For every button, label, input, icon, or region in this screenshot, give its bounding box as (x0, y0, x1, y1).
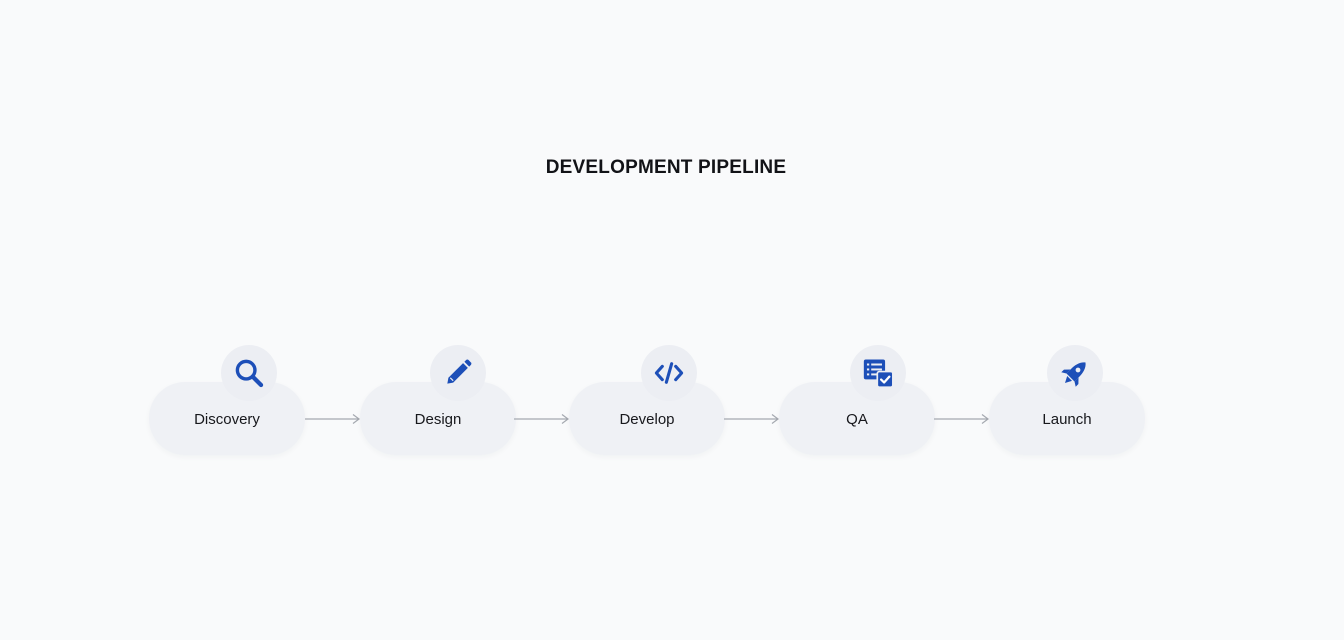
step-discovery: Discovery (149, 382, 305, 455)
step-label: Launch (1042, 411, 1092, 428)
code-brackets-icon (654, 362, 684, 384)
step-develop-icon-badge (641, 345, 697, 401)
step-discovery-icon-badge (221, 345, 277, 401)
checklist-icon (863, 359, 894, 389)
rocket-icon (1061, 362, 1086, 387)
pencil-icon (447, 359, 472, 384)
magnifier-icon (235, 359, 264, 388)
step-label: Design (414, 411, 462, 428)
step-design-icon-badge (430, 345, 486, 401)
step-qa-icon-badge (850, 345, 906, 401)
step-label: Discovery (194, 411, 260, 428)
arrow-4 (934, 412, 990, 426)
arrow-1 (305, 412, 361, 426)
diagram-title: DEVELOPMENT PIPELINE (545, 157, 787, 178)
step-launch: Launch (989, 382, 1145, 455)
step-qa: QA (779, 382, 935, 455)
step-label: Develop (619, 411, 675, 428)
arrow-2 (514, 412, 570, 426)
step-launch-icon-badge (1047, 345, 1103, 401)
step-develop: Develop (569, 382, 725, 455)
arrow-3 (724, 412, 780, 426)
step-design: Design (360, 382, 516, 455)
step-label: QA (846, 411, 868, 428)
